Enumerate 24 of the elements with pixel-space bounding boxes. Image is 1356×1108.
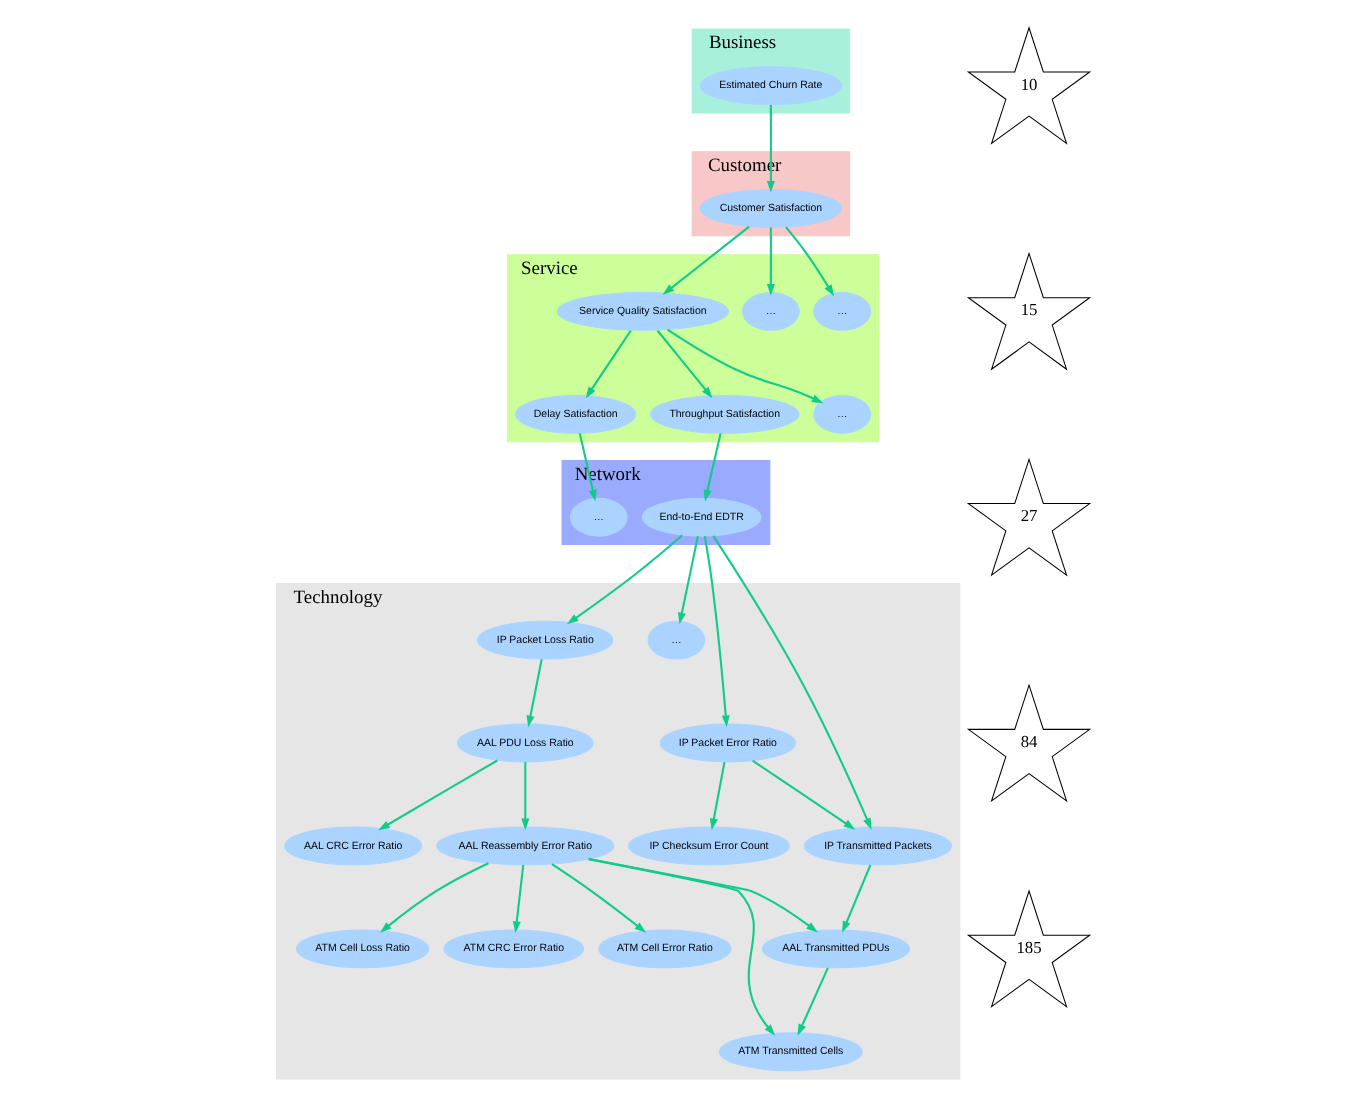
arrow xyxy=(841,864,871,933)
arrow xyxy=(661,225,749,295)
arrow xyxy=(525,658,542,728)
arrow xyxy=(655,329,712,399)
arrow xyxy=(711,535,871,830)
arrow xyxy=(511,864,524,934)
arrow xyxy=(765,105,774,193)
arrow xyxy=(676,535,698,625)
arrow xyxy=(765,227,774,296)
arrow xyxy=(784,226,834,297)
arrow xyxy=(666,328,823,404)
arrow xyxy=(565,534,682,625)
arrow xyxy=(702,433,721,502)
arrow xyxy=(796,967,828,1036)
arrow xyxy=(550,863,646,933)
arrow xyxy=(577,433,596,502)
arrow xyxy=(377,759,497,831)
arrow xyxy=(751,759,855,830)
arrow xyxy=(378,862,488,933)
arrow xyxy=(520,762,529,831)
arrow xyxy=(584,329,631,399)
arrow xyxy=(587,858,775,1036)
arrow xyxy=(702,536,729,727)
arrow xyxy=(708,761,725,831)
